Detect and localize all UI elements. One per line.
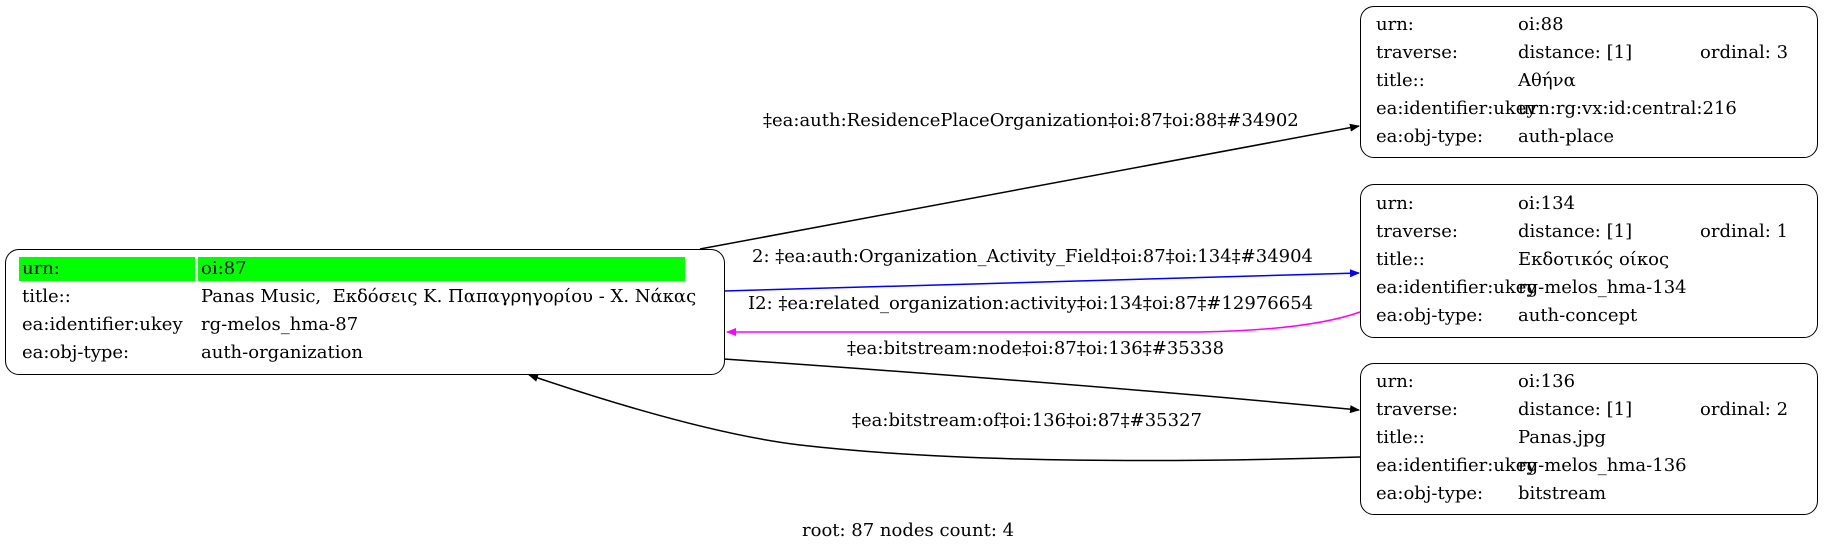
node88-title-key: title:: bbox=[1376, 70, 1425, 91]
node134-type-value: auth-concept bbox=[1518, 305, 1638, 326]
node-oi-134[interactable]: urn: oi:134 traverse: distance: [1] ordinal… bbox=[1360, 184, 1818, 338]
node134-urn-key: urn: bbox=[1376, 193, 1414, 214]
node-oi-88[interactable]: urn: oi:88 traverse: distance: [1] ordinal:… bbox=[1360, 6, 1818, 158]
node-oi-136[interactable]: urn: oi:136 traverse: distance: [1] ordinal… bbox=[1360, 363, 1818, 515]
edge-residence-label: ‡ea:auth:ResidencePlaceOrganization‡oi:8… bbox=[763, 110, 1299, 131]
node136-distance: distance: [1] bbox=[1518, 399, 1633, 420]
root-urn-value: oi:87 bbox=[201, 258, 247, 279]
node134-type-key: ea:obj-type: bbox=[1376, 305, 1484, 326]
root-type-row: ea:obj-type: auth-organization bbox=[6, 341, 724, 365]
node88-title-value: Αθήνα bbox=[1518, 70, 1576, 91]
node88-ukey-key: ea:identifier:ukey bbox=[1376, 98, 1537, 119]
root-ukey-value: rg-melos_hma-87 bbox=[201, 314, 359, 335]
node136-urn-value: oi:136 bbox=[1518, 371, 1576, 392]
edge-related-line bbox=[726, 311, 1361, 336]
edge-of-label: ‡ea:bitstream:of‡oi:136‡oi:87‡#35327 bbox=[852, 410, 1202, 431]
node136-title-value: Panas.jpg bbox=[1518, 427, 1606, 448]
node88-urn-value: oi:88 bbox=[1518, 14, 1564, 35]
node88-traverse-key: traverse: bbox=[1376, 42, 1458, 63]
edge-related-label: I2: ‡ea:related_organization:activity‡oi… bbox=[748, 293, 1314, 314]
root-title-row: title:: Panas Music, Εκδόσεις Κ. Παπαγρη… bbox=[6, 285, 724, 309]
edge-node-line bbox=[723, 358, 1360, 414]
edge-activity-label: 2: ‡ea:auth:Organization_Activity_Field‡… bbox=[752, 246, 1313, 267]
node136-urn-key: urn: bbox=[1376, 371, 1414, 392]
edge-of-line bbox=[528, 374, 1361, 462]
edge-node-label: ‡ea:bitstream:node‡oi:87‡oi:136‡#35338 bbox=[847, 338, 1225, 359]
root-urn-key: urn: bbox=[22, 258, 60, 279]
root-urn-row: urn: oi:87 bbox=[6, 257, 724, 281]
node88-distance: distance: [1] bbox=[1518, 42, 1633, 63]
node136-traverse-key: traverse: bbox=[1376, 399, 1458, 420]
node88-type-key: ea:obj-type: bbox=[1376, 126, 1484, 147]
root-ukey-row: ea:identifier:ukey rg-melos_hma-87 bbox=[6, 313, 724, 337]
root-node[interactable]: urn: oi:87 title:: Panas Music, Εκδόσεις… bbox=[5, 249, 725, 375]
node136-type-key: ea:obj-type: bbox=[1376, 483, 1484, 504]
edge-residence-line bbox=[699, 123, 1360, 250]
node136-ordinal: ordinal: 2 bbox=[1700, 399, 1789, 420]
node134-title-value: Εκδοτικός οίκος bbox=[1518, 249, 1670, 270]
node88-ordinal: ordinal: 3 bbox=[1700, 42, 1789, 63]
node136-ukey-value: rg-melos_hma-136 bbox=[1518, 455, 1687, 476]
node134-urn-value: oi:134 bbox=[1518, 193, 1576, 214]
root-ukey-key: ea:identifier:ukey bbox=[22, 314, 183, 335]
node134-title-key: title:: bbox=[1376, 249, 1425, 270]
node134-ordinal: ordinal: 1 bbox=[1700, 221, 1789, 242]
edge-activity-line bbox=[723, 269, 1360, 292]
node136-title-key: title:: bbox=[1376, 427, 1425, 448]
node134-traverse-key: traverse: bbox=[1376, 221, 1458, 242]
root-type-key: ea:obj-type: bbox=[22, 342, 130, 363]
graph-footer: root: 87 nodes count: 4 bbox=[802, 520, 1015, 541]
node88-urn-key: urn: bbox=[1376, 14, 1414, 35]
root-title-key: title:: bbox=[22, 286, 71, 307]
root-title-value: Panas Music, Εκδόσεις Κ. Παπαγρηγορίου -… bbox=[201, 286, 697, 307]
node134-distance: distance: [1] bbox=[1518, 221, 1633, 242]
node136-ukey-key: ea:identifier:ukey bbox=[1376, 455, 1537, 476]
node136-type-value: bitstream bbox=[1518, 483, 1607, 504]
node134-ukey-key: ea:identifier:ukey bbox=[1376, 277, 1537, 298]
root-type-value: auth-organization bbox=[201, 342, 363, 363]
node134-ukey-value: rg-melos_hma-134 bbox=[1518, 277, 1687, 298]
node88-type-value: auth-place bbox=[1518, 126, 1614, 147]
node88-ukey-value: urn:rg:vx:id:central:216 bbox=[1518, 98, 1737, 119]
